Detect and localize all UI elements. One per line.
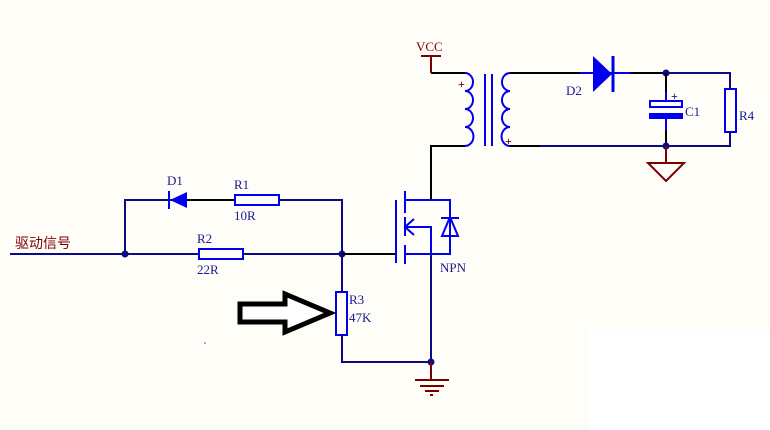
c1-polarity-mark: +	[671, 89, 678, 103]
d2-ref: D2	[566, 83, 582, 98]
gate-wire	[342, 200, 397, 255]
transformer	[464, 72, 511, 147]
capacitor-c1	[649, 92, 683, 130]
r2-value: 22R	[197, 262, 219, 277]
stray-dot	[204, 342, 206, 344]
resistor-r3	[335, 291, 348, 336]
resistor-r1	[234, 194, 280, 206]
resistor-r2	[198, 248, 244, 260]
primary-polarity-mark: +	[458, 77, 465, 91]
diode-d1	[168, 191, 187, 209]
r1-ref: R1	[234, 177, 249, 192]
transistor-label: NPN	[440, 260, 467, 275]
r4-wire-bottom	[540, 132, 731, 147]
arrow-pointer-icon	[237, 290, 337, 336]
c1-ref: C1	[685, 104, 700, 119]
r1-value: 10R	[234, 208, 256, 223]
mosfet-transistor	[395, 191, 460, 264]
vcc-label: VCC	[416, 39, 443, 54]
drain-wire	[430, 145, 465, 200]
r4-wire-top	[666, 72, 731, 89]
output-ground-icon	[645, 146, 687, 183]
r1-wire-right	[279, 199, 343, 254]
input-label: 驱动信号	[15, 236, 71, 252]
ground-icon	[415, 362, 449, 396]
r3-value: 47K	[349, 310, 372, 325]
secondary-polarity-mark: +	[505, 134, 512, 148]
r4-ref: R4	[739, 108, 755, 123]
r2-ref: R2	[197, 231, 212, 246]
d1-wire-left	[124, 199, 168, 254]
resistor-r4	[724, 88, 737, 133]
blank-region	[589, 330, 770, 430]
r3-ref: R3	[349, 292, 364, 307]
diode-d2	[593, 56, 615, 92]
d1-ref: D1	[167, 173, 183, 188]
r3-wire-bottom	[341, 335, 431, 363]
vcc-symbol	[421, 55, 441, 73]
